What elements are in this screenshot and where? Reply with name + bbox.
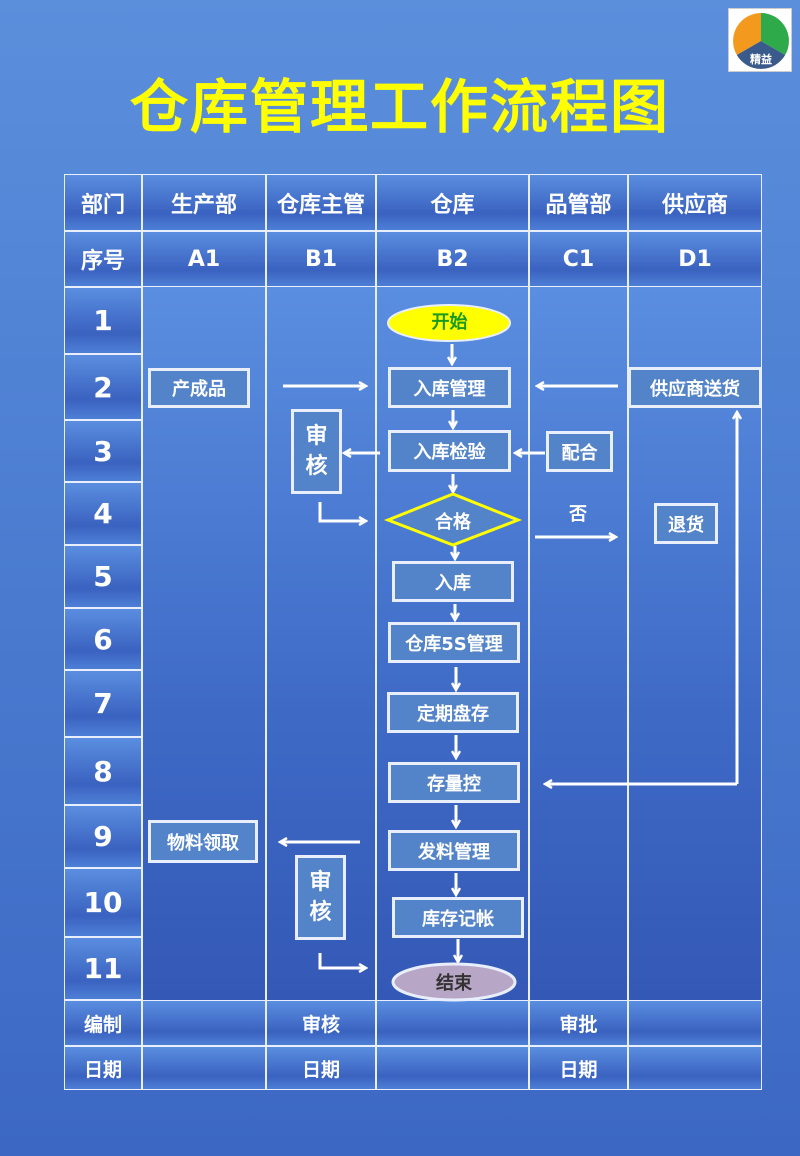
node-review-1: 审核	[291, 409, 342, 494]
seq-label: 序号	[64, 231, 142, 287]
footer-cell	[376, 1046, 529, 1090]
logo-icon: 精益	[733, 13, 789, 69]
row-number: 10	[64, 868, 142, 937]
footer-cell	[142, 1000, 266, 1046]
footer-cell	[376, 1000, 529, 1046]
node-stock-control: 存量控	[388, 762, 520, 803]
dept-a1: 生产部	[142, 174, 266, 231]
arrow	[318, 502, 366, 521]
svg-text:精益: 精益	[750, 52, 772, 66]
footer-cell: 编制	[64, 1000, 142, 1046]
node-finished-goods: 产成品	[148, 368, 250, 408]
code-b2: B2	[376, 231, 529, 287]
end-node: 结束	[436, 973, 472, 994]
node-material-pickup: 物料领取	[148, 820, 258, 863]
node-review-2: 审核	[295, 855, 346, 940]
row-number: 3	[64, 420, 142, 482]
logo: 精益	[728, 8, 792, 72]
footer-cell: 审核	[266, 1000, 376, 1046]
review-char: 审	[305, 423, 328, 449]
no-label: 否	[569, 504, 587, 525]
start-node: 开始	[431, 312, 468, 333]
footer-cell: 日期	[64, 1046, 142, 1090]
review-char: 核	[305, 453, 328, 479]
node-cooperate: 配合	[546, 431, 613, 472]
node-material-issue: 发料管理	[388, 830, 520, 871]
row-number: 7	[64, 670, 142, 737]
code-a1: A1	[142, 231, 266, 287]
footer-cell: 日期	[266, 1046, 376, 1090]
node-inventory-count: 定期盘存	[387, 692, 519, 733]
dept-c1: 品管部	[529, 174, 628, 231]
node-inbound-inspection: 入库检验	[388, 430, 511, 472]
review-char: 核	[309, 899, 332, 925]
start-ellipse	[387, 304, 511, 342]
end-ellipse	[391, 962, 517, 1002]
dept-b2: 仓库	[376, 174, 529, 231]
row-number: 11	[64, 937, 142, 1000]
row-number: 5	[64, 545, 142, 608]
footer-cell: 日期	[529, 1046, 628, 1090]
row-number: 4	[64, 482, 142, 545]
footer-cell	[628, 1000, 762, 1046]
footer-cell	[628, 1046, 762, 1090]
review-char: 审	[309, 869, 332, 895]
code-b1: B1	[266, 231, 376, 287]
dept-b1: 仓库主管	[266, 174, 376, 231]
node-stock-ledger: 库存记帐	[392, 897, 524, 938]
arrow	[318, 953, 366, 968]
dept-label: 部门	[64, 174, 142, 231]
code-c1: C1	[529, 231, 628, 287]
node-return: 退货	[654, 503, 718, 544]
node-supplier-delivery: 供应商送货	[628, 367, 762, 408]
row-number: 2	[64, 354, 142, 420]
node-warehousing: 入库	[392, 561, 514, 602]
footer-cell: 审批	[529, 1000, 628, 1046]
code-d1: D1	[628, 231, 762, 287]
decision-diamond	[383, 492, 523, 547]
row-number: 9	[64, 805, 142, 868]
row-number: 8	[64, 737, 142, 805]
footer-cell	[142, 1046, 266, 1090]
decision-qualified: 合格	[435, 512, 471, 533]
node-inbound-mgmt: 入库管理	[388, 367, 511, 408]
row-number: 6	[64, 608, 142, 670]
dept-d1: 供应商	[628, 174, 762, 231]
node-5s: 仓库5S管理	[388, 622, 520, 663]
page-title: 仓库管理工作流程图	[129, 73, 670, 141]
row-number: 1	[64, 287, 142, 354]
lane-c1	[529, 287, 628, 1000]
